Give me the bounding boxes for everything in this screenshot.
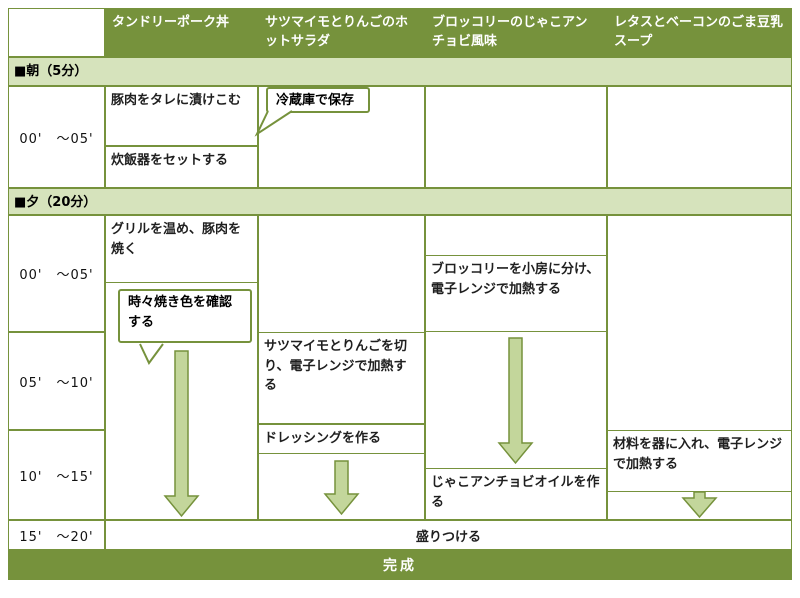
callout-check-browning: 時々焼き色を確認する <box>118 289 252 365</box>
dish-header-lettuce-bacon-soup: レタスとベーコンのごま豆乳スープ <box>607 8 792 57</box>
callout-tail-icon <box>254 110 293 137</box>
step-make-anchovy-oil: じゃこアンチョビオイルを作る <box>425 468 607 520</box>
callout-tail-icon <box>139 343 164 365</box>
callout-refrigerate: 冷蔵庫で保存 <box>254 87 370 137</box>
time-label-morning-00-05: 00' ～05' <box>8 86 105 188</box>
header-corner-cell <box>8 8 105 57</box>
empty-cell-morning-soup <box>607 86 792 188</box>
callout-refrigerate-text: 冷蔵庫で保存 <box>276 93 355 108</box>
down-arrow-icon <box>681 491 718 519</box>
time-label-evening-05-10: 05' ～10' <box>8 332 105 430</box>
dish-header-tandoori-pork-bowl: タンドリーポーク丼 <box>105 8 258 57</box>
step-make-dressing: ドレッシングを作る <box>258 424 425 454</box>
empty-cell-morning-broccoli <box>425 86 607 188</box>
callout-check-browning-text: 時々焼き色を確認する <box>128 295 233 331</box>
down-arrow-icon <box>163 350 200 518</box>
step-grill-pork: グリルを温め、豚肉を焼く <box>105 215 258 283</box>
step-marinate-pork: 豚肉をタレに漬けこむ <box>105 86 258 146</box>
step-plate-all: 盛りつける <box>105 520 792 550</box>
step-cut-microwave-sweetpotato: サツマイモとりんごを切り、電子レンジで加熱する <box>258 332 425 424</box>
step-microwave-soup: 材料を器に入れ、電子レンジで加熱する <box>607 430 792 492</box>
dish-header-sweetpotato-apple-salad: サツマイモとりんごのホットサラダ <box>258 8 425 57</box>
footer-complete: 完成 <box>8 550 792 580</box>
time-label-evening-00-05: 00' ～05' <box>8 215 105 332</box>
time-label-evening-10-15: 10' ～15' <box>8 430 105 520</box>
step-microwave-broccoli: ブロッコリーを小房に分け、電子レンジで加熱する <box>425 255 607 332</box>
section-header-morning: ■朝（5分） <box>8 57 792 86</box>
dish-header-broccoli-anchovy: ブロッコリーのじゃこアンチョビ風味 <box>425 8 607 57</box>
time-label-evening-15-20: 15' ～20' <box>8 520 105 550</box>
section-header-evening: ■夕（20分） <box>8 188 792 215</box>
down-arrow-icon <box>497 337 534 465</box>
down-arrow-icon <box>323 460 360 516</box>
step-set-rice-cooker: 炊飯器をセットする <box>105 146 258 188</box>
